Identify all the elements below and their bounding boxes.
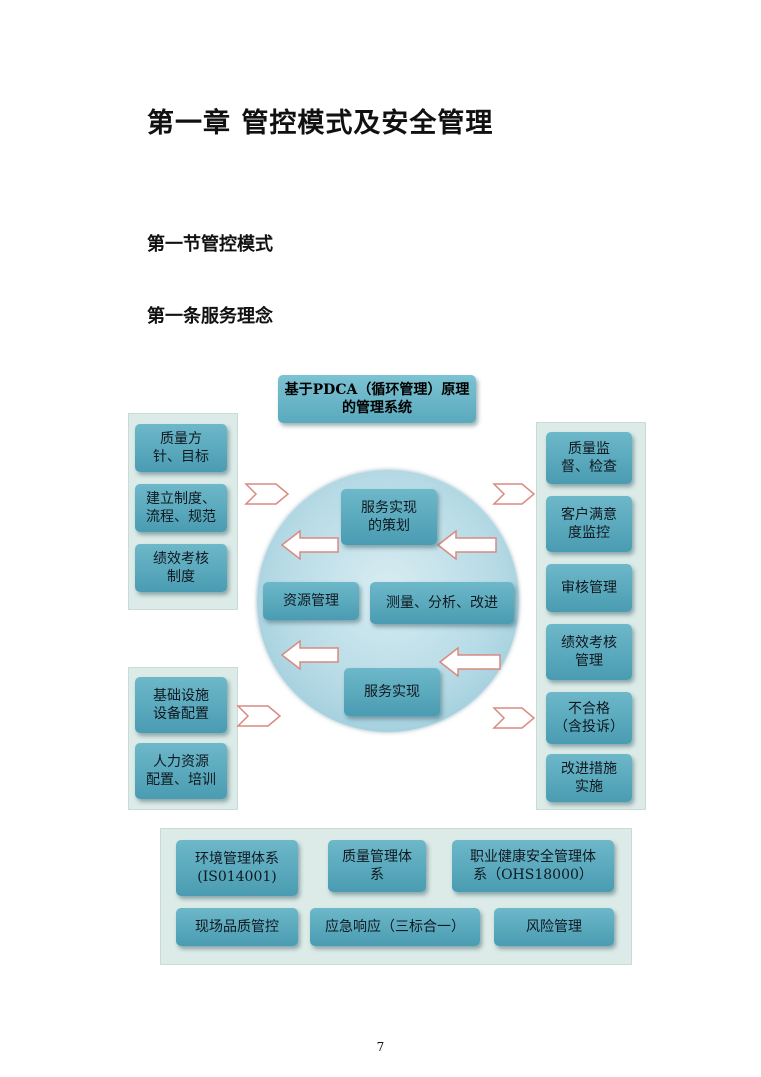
bottom-item-emergency: 应急响应（三标合一）: [310, 908, 480, 946]
right-panel: [536, 422, 646, 810]
diagram-title: 基于PDCA（循环管理）原理 的管理系统: [278, 375, 476, 423]
article-title: 第一条服务理念: [147, 306, 273, 327]
left-item-quality-policy: 质量方 针、目标: [135, 424, 227, 472]
left-item-human-resources: 人力资源 配置、培训: [135, 743, 227, 799]
right-item-nonconformity: 不合格 （含投诉）: [546, 692, 632, 744]
right-item-satisfaction: 客户满意 度监控: [546, 496, 632, 552]
chevron-right-icon: [492, 483, 536, 505]
left-item-system-rules: 建立制度、 流程、规范: [135, 484, 227, 532]
arrow-left-icon: [280, 529, 339, 561]
arrow-left-icon: [280, 639, 339, 671]
center-item-measure: 测量、分析、改进: [370, 582, 514, 624]
right-item-supervision: 质量监 督、检查: [546, 432, 632, 484]
center-item-resource: 资源管理: [263, 582, 359, 620]
left-item-infrastructure: 基础设施 设备配置: [135, 677, 227, 733]
left-item-performance-system: 绩效考核 制度: [135, 544, 227, 592]
section-title: 第一节管控模式: [147, 234, 273, 255]
chevron-right-icon: [244, 483, 290, 505]
right-item-improvement: 改进措施 实施: [546, 754, 632, 802]
page-title: 第一章 管控模式及安全管理: [147, 108, 494, 139]
center-item-plan: 服务实现 的策划: [341, 489, 437, 545]
bottom-item-ohs: 职业健康安全管理体 系（OHS18000）: [452, 840, 614, 892]
bottom-item-environment: 环境管理体系 (IS014001): [176, 840, 298, 896]
bottom-item-site-quality: 现场品质管控: [176, 908, 298, 946]
page-number: 7: [376, 1040, 385, 1054]
chevron-right-icon: [236, 705, 282, 727]
right-item-performance: 绩效考核 管理: [546, 624, 632, 680]
arrow-left-icon: [436, 529, 497, 561]
chevron-right-icon: [492, 707, 536, 729]
right-item-audit: 审核管理: [546, 564, 632, 612]
arrow-left-icon: [438, 646, 501, 678]
bottom-item-quality-system: 质量管理体 系: [328, 840, 426, 892]
center-item-realize: 服务实现: [344, 668, 440, 716]
bottom-item-risk: 风险管理: [494, 908, 614, 946]
